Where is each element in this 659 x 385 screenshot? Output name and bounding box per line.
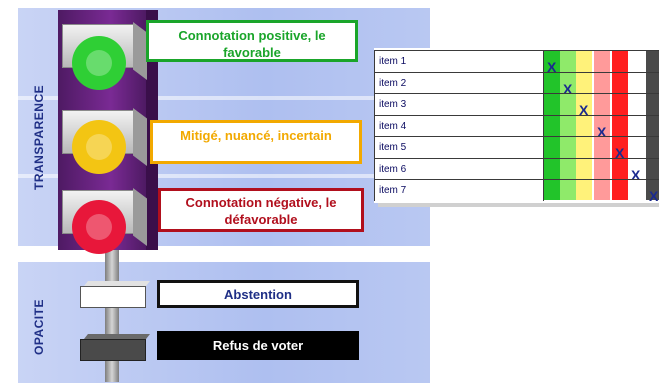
- scale-column-1: [560, 50, 576, 200]
- table-row: item 5 X: [374, 136, 659, 161]
- table-row: item 2 X: [374, 71, 659, 97]
- item-label: item 6: [379, 163, 407, 175]
- item-label: item 3: [379, 99, 407, 110]
- table-row: item 4 X: [374, 114, 659, 140]
- scale-column-6: [646, 50, 659, 200]
- item-label: item 4: [379, 120, 407, 132]
- scale-column-0: [544, 50, 560, 200]
- traffic-light-pole: [105, 246, 119, 382]
- opacite-label: OPACITE: [32, 299, 46, 355]
- panel-divider: [18, 96, 430, 100]
- panel-divider: [18, 174, 430, 178]
- item-mark: X: [631, 166, 641, 183]
- scale-column-3: [594, 50, 610, 200]
- row-label-cell: item 2: [374, 72, 544, 94]
- item-label: item 1: [379, 56, 407, 67]
- yellow-visor-side: [133, 108, 147, 166]
- item-mark: X: [649, 188, 659, 204]
- yellow-lamp: [72, 120, 126, 174]
- scale-column-4: [612, 50, 628, 200]
- item-mark: X: [563, 80, 573, 97]
- table-row: item 1 X: [374, 50, 659, 75]
- green-visor-side: [133, 22, 147, 80]
- negative-label: Connotation négative, le défavorable: [158, 188, 364, 232]
- table-row: item 7 X: [374, 179, 659, 204]
- transparence-label: TRANSPARENCE: [32, 84, 46, 190]
- scale-column-2: [576, 50, 592, 200]
- row-label-cell: item 7: [374, 180, 544, 201]
- green-lamp: [72, 36, 126, 90]
- row-label-cell: item 3: [374, 94, 544, 115]
- row-label-cell: item 6: [374, 158, 544, 180]
- item-mark: X: [547, 59, 557, 75]
- table-row: item 3 X: [374, 93, 659, 118]
- refus-label: Refus de voter: [157, 331, 359, 360]
- mixed-label: Mitigé, nuancé, incertain: [150, 120, 362, 164]
- item-label: item 7: [379, 185, 407, 196]
- table-row: item 6 X: [374, 157, 659, 183]
- row-label-cell: item 5: [374, 137, 544, 158]
- item-mark: X: [615, 145, 625, 161]
- item-label: item 5: [379, 142, 407, 153]
- item-mark: X: [579, 102, 589, 118]
- positive-label: Connotation positive, le favorable: [146, 20, 358, 62]
- red-visor-side: [133, 188, 147, 246]
- abstention-label: Abstention: [157, 280, 359, 308]
- row-label-cell: item 1: [374, 51, 544, 72]
- row-label-cell: item 4: [374, 115, 544, 137]
- item-mark: X: [597, 123, 607, 140]
- scale-column-5: [628, 50, 644, 200]
- red-lamp: [72, 200, 126, 254]
- item-label: item 2: [379, 77, 407, 89]
